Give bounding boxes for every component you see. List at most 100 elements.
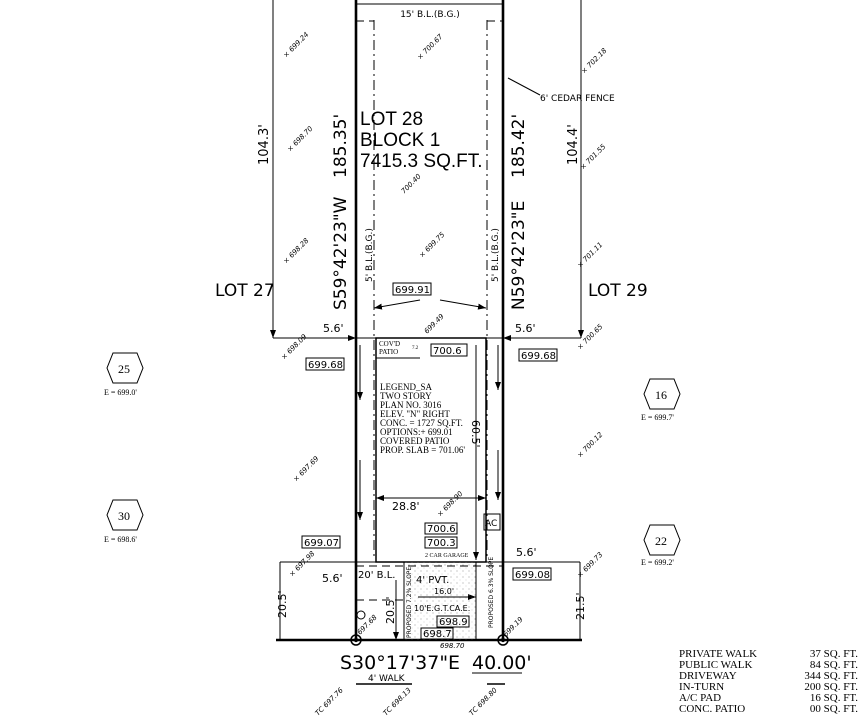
street-number: 5707 (398, 717, 464, 720)
svg-text:16: 16 (655, 388, 667, 402)
lot-grade-hex-16: 16 E = 699.7' (641, 378, 681, 422)
fence-note: 6' CEDAR FENCE (540, 94, 615, 104)
svg-text:× 701.55: × 701.55 (579, 142, 608, 171)
svg-text:A/C PAD: A/C PAD (679, 692, 721, 704)
property-corner-monuments (350, 610, 509, 646)
svg-text:PLAN NO. 3016: PLAN NO. 3016 (380, 400, 442, 410)
svg-text:OPTIONS:+ 699.01: OPTIONS:+ 699.01 (380, 427, 453, 437)
svg-text:× 698.70: × 698.70 (286, 124, 315, 153)
top-of-curb-elevations: TC 697.76 TC 698.13 TC 698.80 (314, 686, 499, 717)
lot-title: LOT 28 (360, 109, 423, 130)
svg-text:× 702.18: × 702.18 (580, 46, 609, 75)
svg-text:20.5': 20.5' (276, 590, 289, 618)
svg-text:× 700.12: × 700.12 (576, 430, 605, 459)
walk-label: 4' WALK (368, 674, 406, 684)
svg-text:× 699.24: × 699.24 (282, 31, 311, 60)
ac-label: AC (485, 519, 497, 529)
front-bearing: S30°17'37"E (340, 652, 460, 674)
patio-label: COV'D (379, 340, 400, 348)
svg-text:CONC. = 1727 SQ.FT.: CONC. = 1727 SQ.FT. (380, 418, 463, 428)
svg-text:22: 22 (655, 534, 667, 548)
svg-text:E = 699.7': E = 699.7' (641, 413, 674, 422)
svg-text:700.40: 700.40 (400, 172, 423, 195)
svg-text:20' B.L.: 20' B.L. (358, 570, 395, 581)
svg-text:5.6': 5.6' (322, 572, 343, 585)
svg-text:PROPOSED 7.2% SLOPE: PROPOSED 7.2% SLOPE (406, 567, 413, 638)
svg-text:PROP. SLAB = 701.06': PROP. SLAB = 701.06' (380, 445, 465, 455)
garage-label: 2 CAR GARAGE (425, 553, 469, 559)
svg-text:20.5': 20.5' (384, 596, 397, 624)
svg-text:5.6': 5.6' (515, 322, 536, 335)
lot-grade-hex-30: 30 E = 698.6' (104, 499, 144, 544)
svg-text:28.8': 28.8' (392, 500, 420, 513)
svg-text:200 SQ. FT.: 200 SQ. FT. (804, 681, 858, 693)
right-rear-dim: 104.4' (566, 124, 581, 165)
svg-text:700.3: 700.3 (427, 538, 456, 549)
svg-text:COVERED PATIO: COVERED PATIO (380, 436, 450, 446)
top-setback-label: 15' B.L.(B.G.) (400, 10, 460, 20)
svg-text:699.08: 699.08 (515, 570, 550, 581)
svg-text:CONC. PATIO: CONC. PATIO (679, 703, 745, 715)
svg-text:60.5': 60.5' (469, 420, 482, 448)
svg-text:PRIVATE WALK: PRIVATE WALK (679, 648, 757, 660)
svg-text:699.68: 699.68 (308, 360, 343, 371)
left-bearing: S59°42'23"W (331, 196, 351, 310)
lot-area: 7415.3 SQ.FT. (360, 151, 483, 172)
svg-text:344 SQ. FT.: 344 SQ. FT. (804, 670, 858, 682)
lot-grade-hex-25: 25 E = 699.0' (104, 352, 144, 397)
svg-text:TC 698.13: TC 698.13 (382, 686, 413, 717)
boxed-elevations: 699.91 700.6 699.68 699.68 700.6 700.3 6… (301, 282, 558, 640)
svg-text:5' B.L.(B.G.): 5' B.L.(B.G.) (491, 228, 501, 282)
svg-text:37 SQ. FT.: 37 SQ. FT. (810, 648, 858, 660)
svg-text:16 SQ. FT.: 16 SQ. FT. (810, 692, 858, 704)
right-length: 185.42' (509, 114, 529, 178)
svg-text:5' B.L.(B.G.): 5' B.L.(B.G.) (365, 228, 375, 282)
svg-text:PATIO: PATIO (379, 348, 398, 356)
svg-text:DRIVEWAY: DRIVEWAY (679, 670, 737, 682)
svg-text:E = 699.2': E = 699.2' (641, 558, 674, 567)
svg-text:E = 699.0': E = 699.0' (104, 388, 137, 397)
svg-text:PUBLIC WALK: PUBLIC WALK (679, 659, 752, 671)
svg-text:× 697.69: × 697.69 (292, 454, 321, 483)
svg-text:25: 25 (118, 362, 130, 376)
front-length: 40.00' (472, 652, 532, 674)
left-rear-dim: 104.3' (257, 124, 272, 165)
svg-text:TC 697.76: TC 697.76 (314, 686, 345, 717)
svg-text:× 701.11: × 701.11 (576, 241, 605, 270)
quantities-table: PRIVATE WALK 37 SQ. FT. PUBLIC WALK 84 SQ.… (679, 648, 858, 715)
house-footprint (375, 337, 501, 640)
svg-text:698.9: 698.9 (439, 617, 468, 628)
svg-text:× 698.28: × 698.28 (282, 236, 311, 265)
svg-text:× 697.98: × 697.98 (288, 549, 317, 578)
svg-text:LEGEND_SA: LEGEND_SA (380, 382, 432, 392)
svg-text:699.07: 699.07 (304, 538, 339, 549)
left-length: 185.35' (331, 114, 351, 178)
svg-text:84 SQ. FT.: 84 SQ. FT. (810, 659, 858, 671)
svg-text:698.7: 698.7 (423, 629, 452, 640)
house-notes: LEGEND_SA TWO STORY PLAN NO. 3016 ELEV. … (380, 382, 465, 455)
svg-text:00 SQ. FT.: 00 SQ. FT. (810, 703, 858, 715)
svg-text:7.2: 7.2 (412, 346, 419, 351)
svg-text:698.70: 698.70 (440, 642, 465, 650)
svg-text:16.0': 16.0' (434, 587, 454, 596)
setback-lines (356, 20, 503, 601)
svg-text:× 699.75: × 699.75 (418, 230, 447, 259)
lot-grade-hex-22: 22 E = 699.2' (641, 524, 681, 567)
svg-text:5.6': 5.6' (323, 322, 344, 335)
ac-pad (483, 513, 501, 531)
svg-text:699.49: 699.49 (423, 312, 446, 335)
svg-text:IN-TURN: IN-TURN (679, 681, 724, 693)
svg-text:TC 698.80: TC 698.80 (468, 686, 499, 717)
right-bearing: N59°42'23"E (509, 201, 529, 310)
svg-text:697.68: 697.68 (356, 613, 379, 636)
svg-text:5.6': 5.6' (516, 546, 537, 559)
svg-text:30: 30 (118, 509, 130, 523)
neighbor-lot-right: LOT 29 (588, 281, 648, 301)
svg-text:× 700.67: × 700.67 (416, 32, 445, 61)
svg-text:ELEV. "N" RIGHT: ELEV. "N" RIGHT (380, 409, 450, 419)
svg-text:700.6: 700.6 (433, 346, 462, 357)
svg-text:699.91: 699.91 (395, 285, 430, 296)
block-label: BLOCK 1 (360, 130, 440, 151)
svg-text:E = 698.6': E = 698.6' (104, 535, 137, 544)
svg-text:699.68: 699.68 (521, 351, 556, 362)
